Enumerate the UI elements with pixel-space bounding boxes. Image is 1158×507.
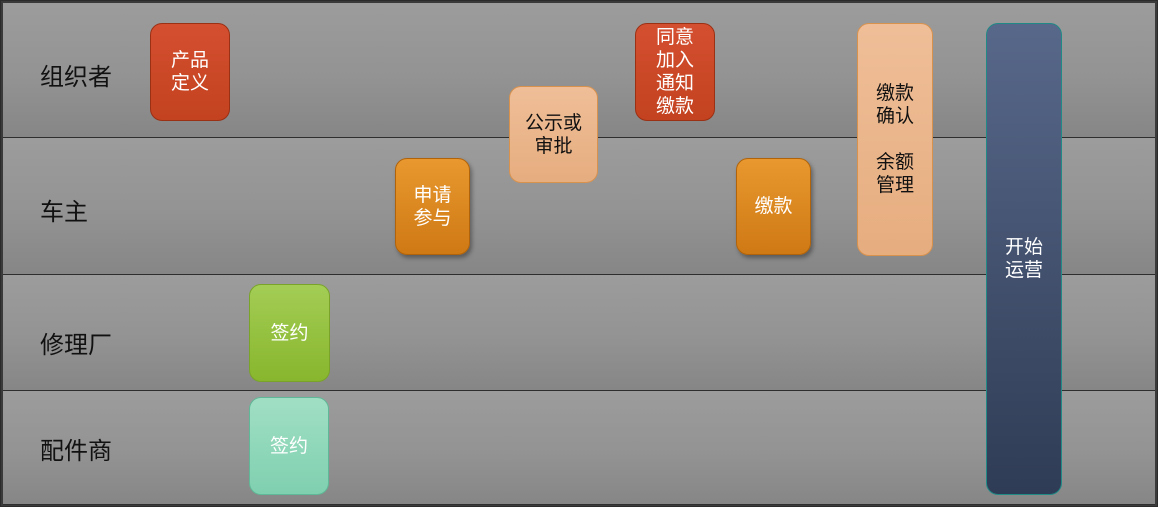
lane-car-owner: 车主	[3, 138, 1155, 275]
step-product-definition: 产品 定义	[150, 23, 230, 121]
lane-label-car-owner: 车主	[40, 198, 88, 226]
step-parts-sign: 签约	[249, 397, 329, 495]
step-pay: 缴款	[736, 158, 811, 255]
step-payment-confirm-balance: 缴款 确认 余额 管理	[857, 23, 933, 256]
step-agree-join-notify-pay: 同意 加入 通知 缴款	[635, 23, 715, 121]
step-apply-join: 申请 参与	[395, 158, 470, 255]
step-publicize-approve: 公示或 审批	[509, 86, 598, 183]
step-start-operation: 开始 运营	[986, 23, 1062, 495]
lane-label-parts-supplier: 配件商	[40, 437, 112, 465]
lane-parts-supplier: 配件商	[3, 391, 1155, 505]
lane-repair-shop: 修理厂	[3, 275, 1155, 391]
lane-label-organizer: 组织者	[40, 63, 112, 91]
step-repair-sign: 签约	[249, 284, 330, 382]
lane-label-repair-shop: 修理厂	[40, 331, 112, 359]
